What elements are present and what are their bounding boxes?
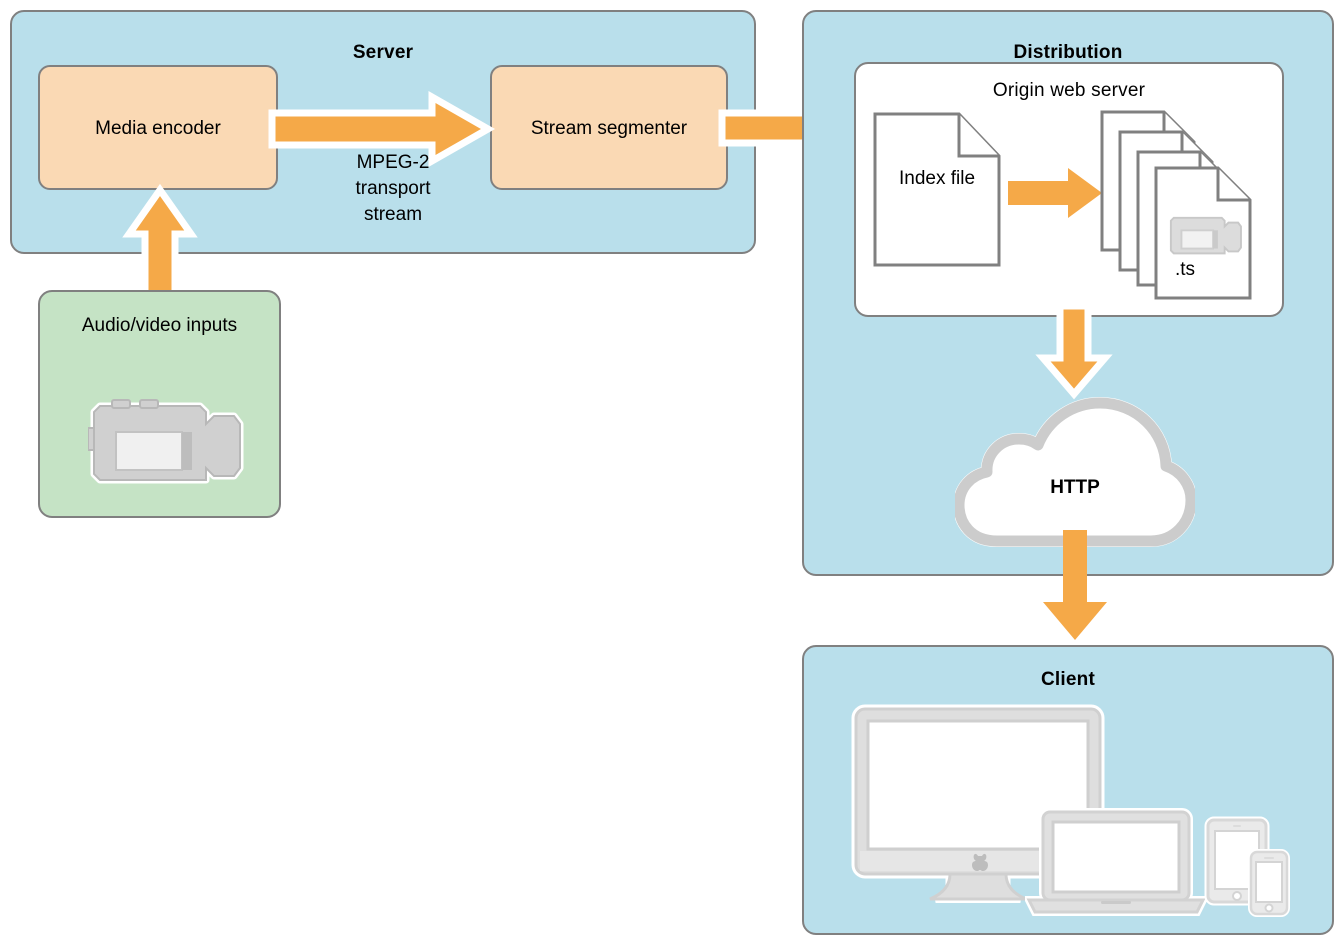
http-cloud-label: HTTP (1050, 477, 1100, 498)
arrow-index-to-segments (1008, 167, 1104, 219)
mpeg2-transport-stream-label: MPEG-2 transport stream (355, 152, 431, 225)
index-file-label: Index file (898, 168, 976, 189)
media-encoder-label: Media encoder (95, 118, 221, 139)
distribution-section-title: Distribution (1013, 42, 1123, 63)
server-section-title: Server (352, 42, 414, 63)
stream-segmenter-box[interactable]: Stream segmenter (490, 65, 728, 190)
arrow-encoder-to-segmenter (268, 90, 496, 168)
arrow-http-to-client (1037, 530, 1113, 642)
stream-segmenter-label: Stream segmenter (530, 118, 688, 139)
phone-icon (1247, 849, 1291, 917)
laptop-icon (1025, 808, 1207, 916)
origin-web-server-title: Origin web server (992, 80, 1146, 101)
audio-video-inputs-label: Audio/video inputs (81, 315, 238, 336)
arrow-inputs-to-encoder (122, 183, 198, 304)
arrow-origin-to-http (1035, 302, 1113, 400)
client-section-title: Client (1041, 669, 1095, 690)
ts-segment-stack[interactable]: .ts (1100, 110, 1270, 300)
ts-extension-label: .ts (1174, 259, 1196, 280)
camcorder-icon (88, 398, 248, 490)
media-encoder-box[interactable]: Media encoder (38, 65, 278, 190)
index-file-document[interactable]: Index file (873, 112, 1001, 267)
http-cloud[interactable]: HTTP (955, 395, 1195, 547)
